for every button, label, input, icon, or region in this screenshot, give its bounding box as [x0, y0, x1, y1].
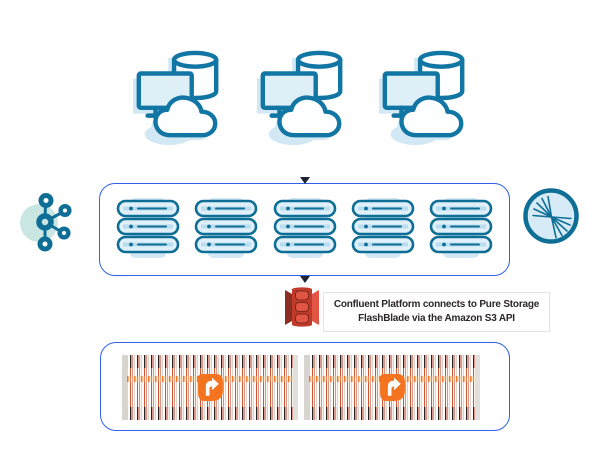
caption-box: Confluent Platform connects to Pure Stor… — [323, 292, 550, 332]
kafka-broker-server-icon — [351, 198, 415, 258]
connector-arrow-down-icon — [300, 276, 310, 283]
kafka-broker-server-icon — [429, 198, 493, 258]
compute-database-cloud-icon — [376, 45, 472, 150]
connector-arrow-down-icon — [300, 177, 310, 184]
blade-connector-strip — [127, 355, 293, 368]
kafka-logo-icon — [20, 190, 76, 254]
blade-connector-strip — [309, 407, 475, 420]
pure-storage-logo-icon — [197, 373, 224, 402]
flashblade-chassis-image — [122, 355, 298, 420]
amazon-s3-icon — [282, 283, 322, 331]
producer-cloud-database-icon — [130, 45, 226, 150]
flashblade-chassis-image — [304, 355, 480, 420]
producer-cloud-database-icon — [376, 45, 472, 150]
kafka-broker-server-icon — [194, 198, 258, 258]
confluent-brokers-container — [99, 183, 510, 276]
kafka-broker-server-icon — [273, 198, 337, 258]
blade-connector-strip — [309, 355, 475, 368]
compute-database-cloud-icon — [254, 45, 350, 150]
flashblade-container — [100, 342, 510, 431]
compute-database-cloud-icon — [130, 45, 226, 150]
caption-line-1: Confluent Platform connects to Pure Stor… — [333, 299, 540, 310]
pure-storage-logo-icon — [379, 373, 406, 402]
kafka-broker-server-icon — [116, 198, 180, 258]
producer-cloud-database-icon — [254, 45, 350, 150]
blade-connector-strip — [127, 407, 293, 420]
flashblade-chassis-row — [122, 355, 480, 420]
caption-line-2: FlashBlade via the Amazon S3 API — [358, 313, 515, 324]
confluent-logo-icon — [521, 187, 581, 247]
